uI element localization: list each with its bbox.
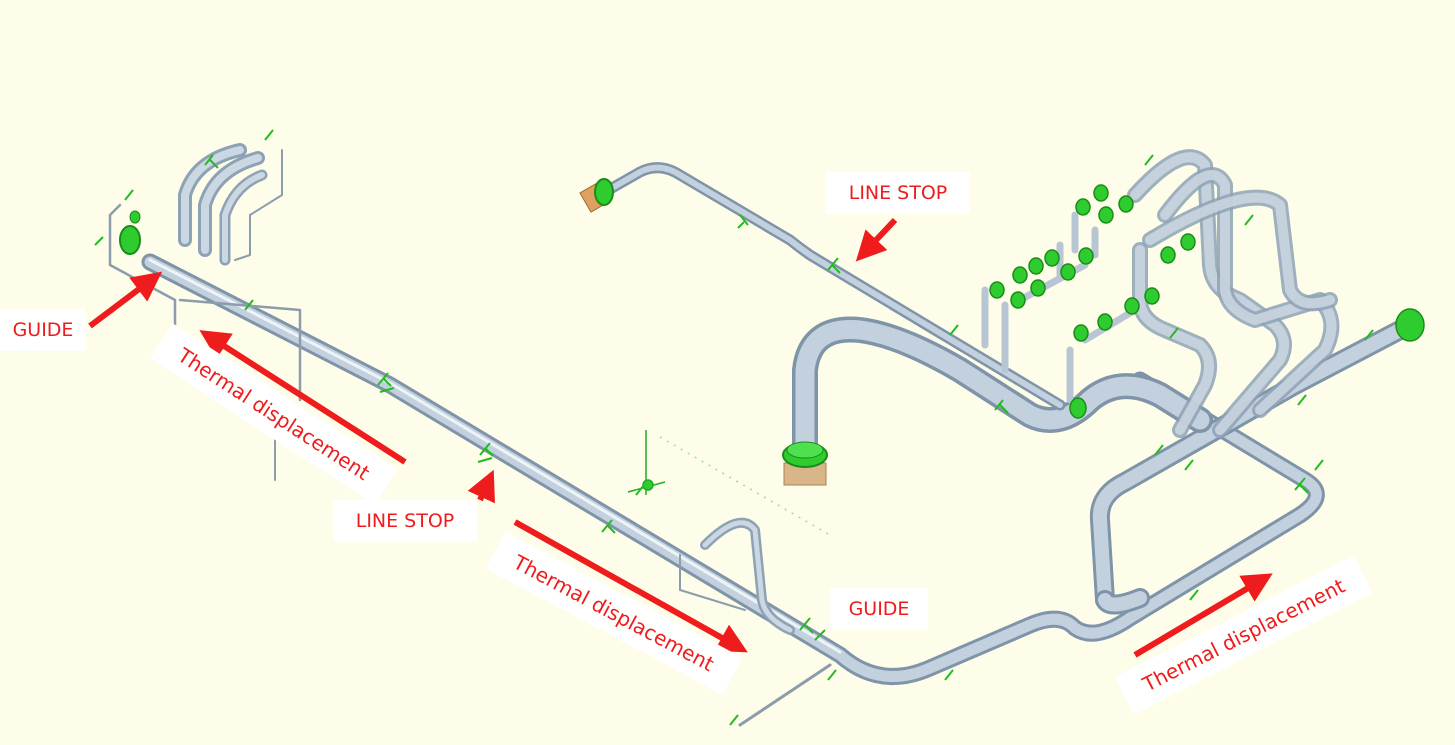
line-stop-top-arrow (855, 217, 898, 262)
left-flange (119, 210, 141, 255)
thermal-mid-arrow (513, 519, 748, 653)
right-pipe-bundle (1127, 149, 1340, 438)
small-branches (981, 211, 1139, 404)
bottom-flange (782, 441, 828, 486)
upper-diagonal-pipe (599, 162, 1066, 411)
pipe-supports (94, 129, 1374, 726)
annotation-arrows (88, 217, 1273, 658)
mid-small-loop (679, 517, 832, 727)
thermal-right-arrow (1133, 573, 1273, 658)
main-pipe-run (141, 253, 1325, 685)
thermal-left-arrow (199, 330, 407, 465)
axis-triad-icon (627, 430, 831, 536)
green-valves (989, 184, 1425, 419)
line-stop-mid-arrow (467, 469, 495, 504)
line-stop-label-mid: LINE STOP (333, 500, 477, 542)
large-bend-pipe (792, 316, 1213, 458)
guide-label-bottom: GUIDE (830, 588, 928, 630)
top-flange (579, 178, 614, 213)
guide-left-arrow (88, 271, 163, 329)
expansion-loop-right (1089, 320, 1410, 615)
line-stop-label-top: LINE STOP (826, 172, 970, 214)
left-header-assembly (108, 143, 302, 481)
guide-label-left: GUIDE (0, 309, 86, 351)
